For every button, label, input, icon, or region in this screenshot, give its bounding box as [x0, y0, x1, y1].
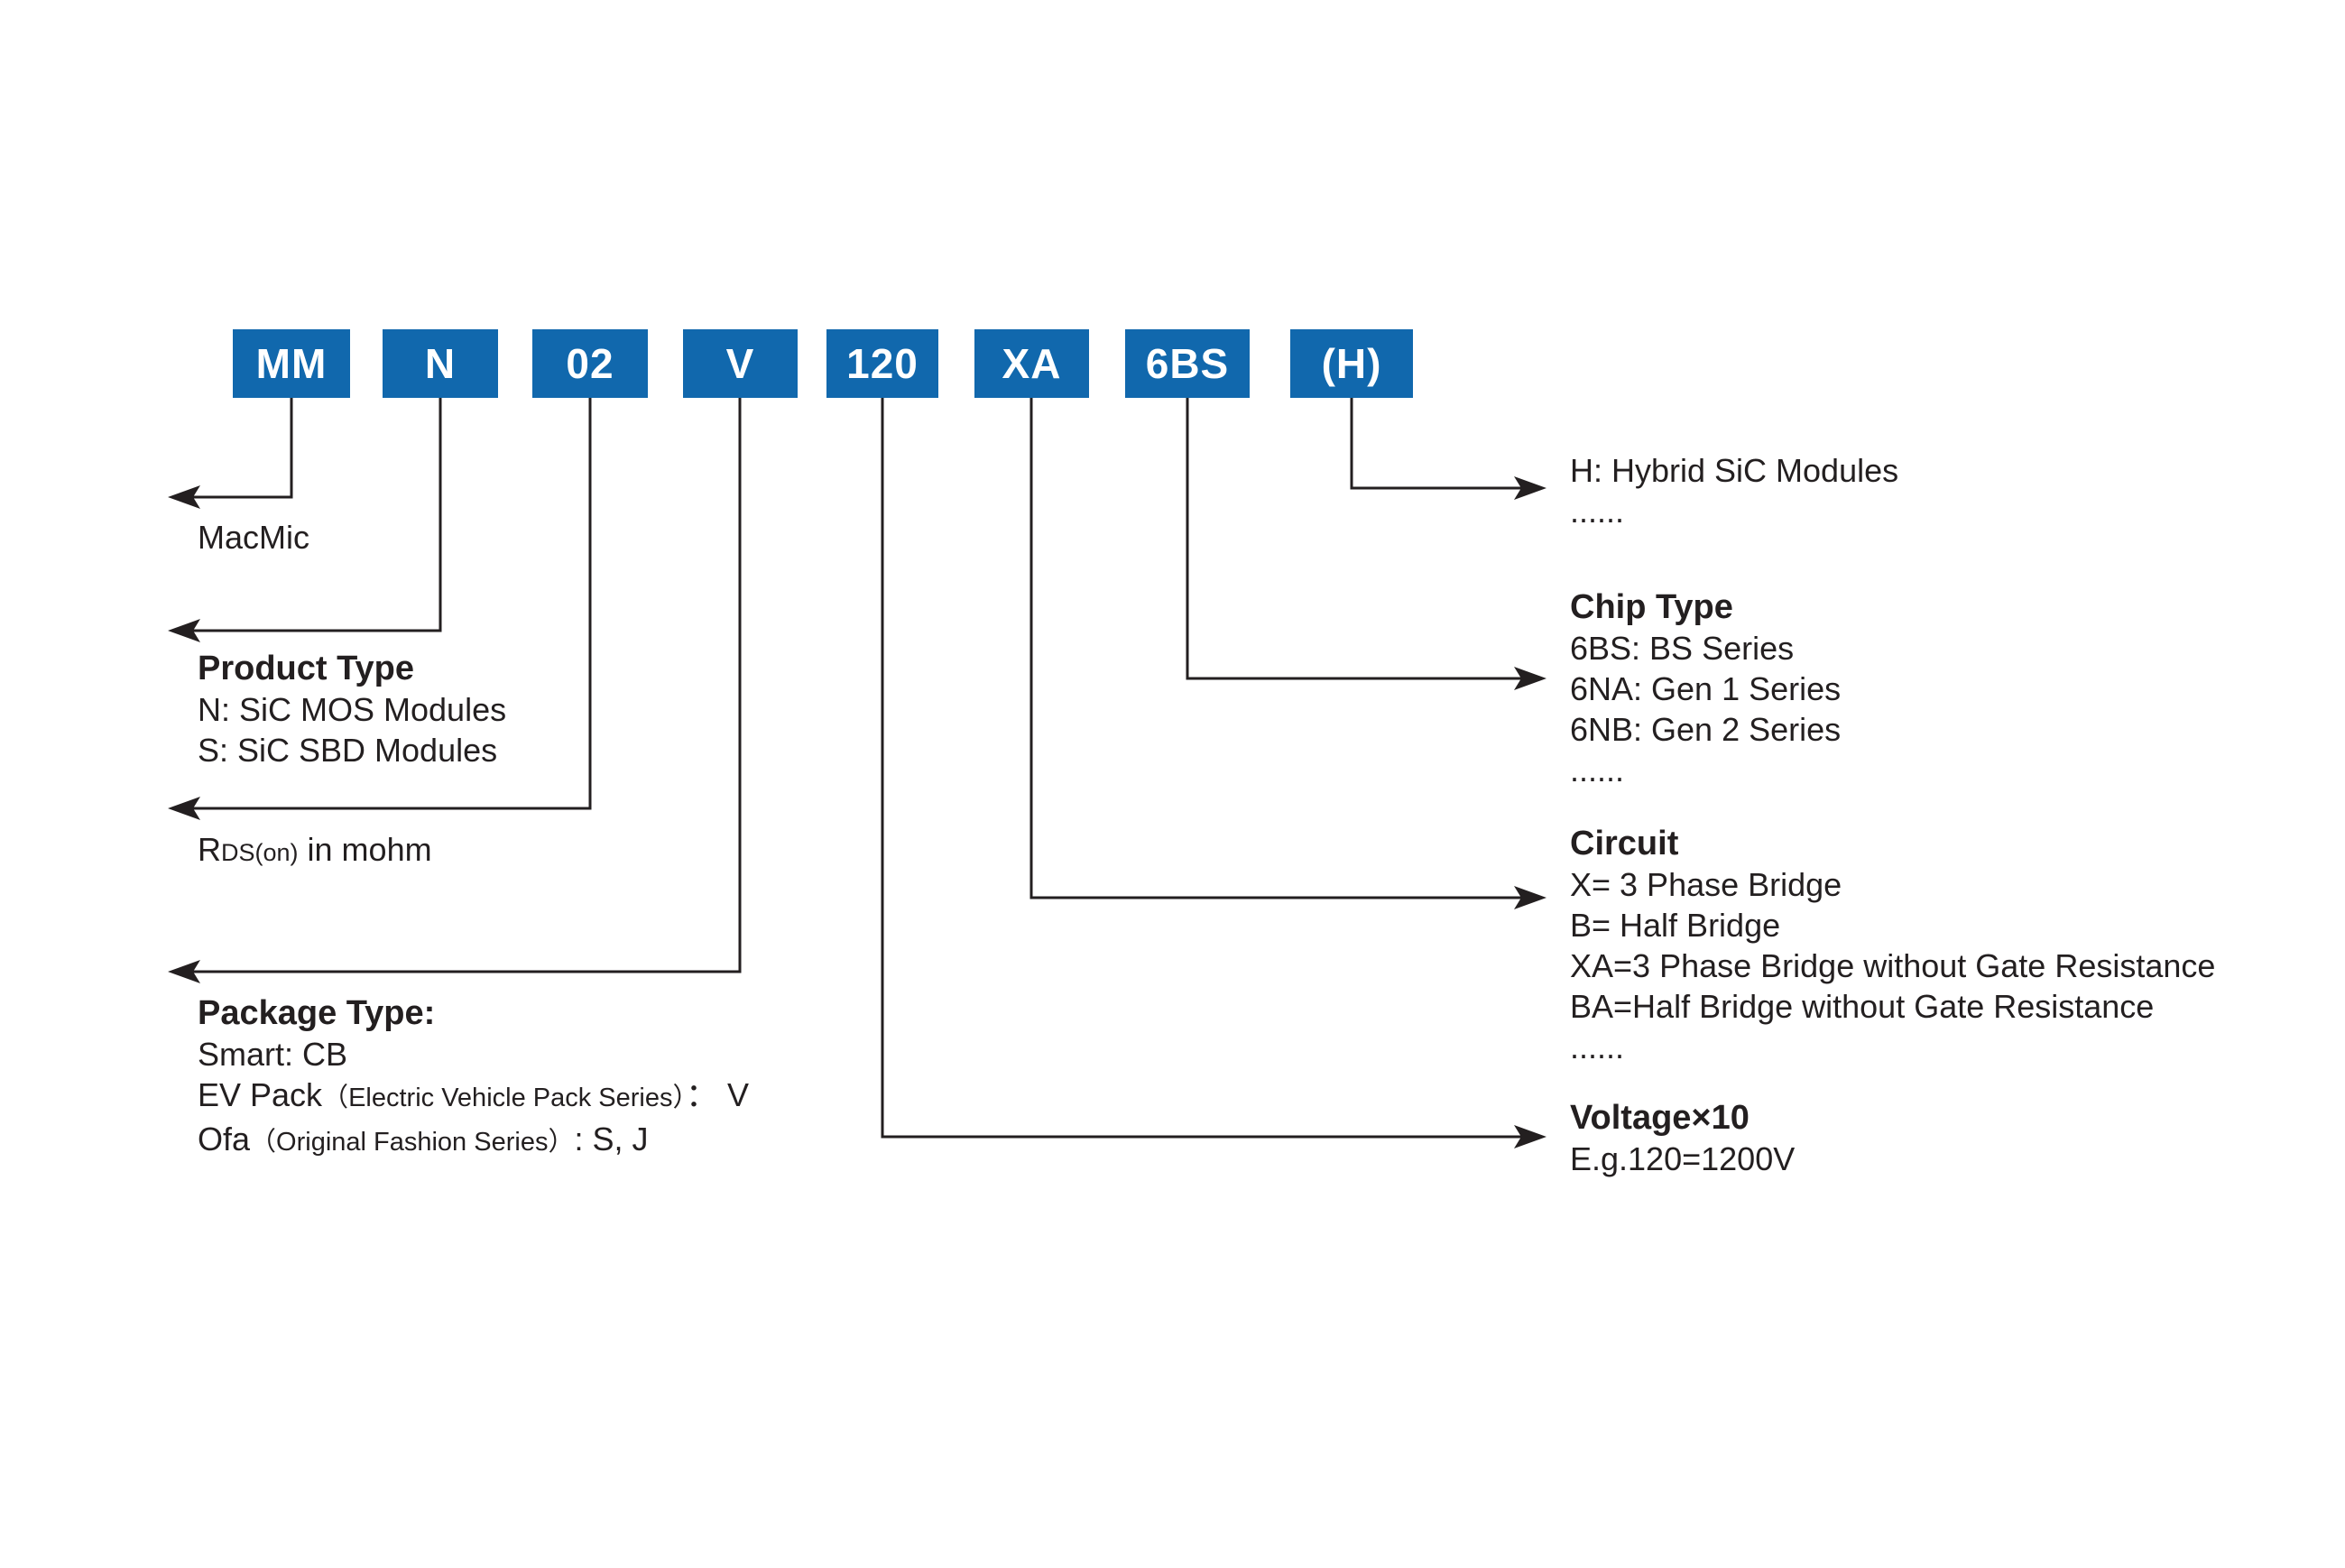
product-type-title: Product Type — [198, 650, 414, 687]
voltage-example: E.g.120=1200V — [1570, 1140, 1796, 1177]
chip-type-ellipsis: ...... — [1570, 752, 1625, 789]
circuit-b: B= Half Bridge — [1570, 907, 1781, 944]
rds-suffix: in mohm — [298, 831, 432, 868]
annotation-package-type: Package Type: Smart: CB EV Pack（Electric… — [198, 993, 749, 1163]
hybrid-label: H: Hybrid SiC Modules — [1570, 452, 1899, 489]
chip-type-6na: 6NA: Gen 1 Series — [1570, 670, 1842, 707]
circuit-xa: XA=3 Phase Bridge without Gate Resistanc… — [1570, 947, 2216, 984]
voltage-title: Voltage×10 — [1570, 1099, 1750, 1137]
part-segment-6bs: 6BS — [1125, 329, 1250, 398]
arrowhead-right-h — [1514, 476, 1546, 500]
annotation-hybrid: H: Hybrid SiC Modules ...... — [1570, 450, 1898, 531]
part-segment-xa: XA — [974, 329, 1089, 398]
package-type-ofa: Ofa（Original Fashion Series）: S, J — [198, 1119, 749, 1163]
rds-prefix: R — [198, 831, 221, 868]
package-type-smart: Smart: CB — [198, 1036, 348, 1073]
connector-6bs — [1186, 398, 1539, 680]
product-type-option-s: S: SiC SBD Modules — [198, 732, 498, 769]
arrowhead-left-v — [168, 960, 200, 983]
connector-mm — [177, 398, 293, 499]
part-segment-h: (H) — [1290, 329, 1413, 398]
arrowhead-right-xa — [1514, 886, 1546, 909]
package-type-title: Package Type: — [198, 994, 436, 1032]
macmic-label: MacMic — [198, 519, 309, 556]
hybrid-ellipsis: ...... — [1570, 493, 1625, 530]
product-type-option-n: N: SiC MOS Modules — [198, 691, 507, 728]
connector-xa — [1029, 398, 1539, 899]
connector-v — [177, 398, 742, 973]
part-segment-02: 02 — [532, 329, 648, 398]
arrowhead-left-mm — [168, 485, 200, 509]
connector-n — [177, 398, 442, 632]
part-segment-120: 120 — [826, 329, 938, 398]
circuit-x: X= 3 Phase Bridge — [1570, 866, 1842, 903]
ev-pack-paren: （Electric Vehicle Pack Series） — [322, 1084, 686, 1112]
annotation-product-type: Product Type N: SiC MOS Modules S: SiC S… — [198, 649, 506, 770]
annotation-rds: RDS(on) in mohm — [198, 829, 432, 873]
connector-120 — [881, 398, 1539, 1139]
chip-type-6bs: 6BS: BS Series — [1570, 630, 1795, 667]
connector-h — [1350, 398, 1539, 490]
annotation-voltage: Voltage×10 E.g.120=1200V — [1570, 1097, 1795, 1180]
ev-pack-main: EV Pack — [198, 1076, 323, 1113]
circuit-title: Circuit — [1570, 825, 1679, 862]
ev-pack-tail: ： V — [686, 1076, 750, 1113]
ofa-tail: : S, J — [574, 1121, 649, 1158]
package-type-ev-pack: EV Pack（Electric Vehicle Pack Series）： V — [198, 1075, 749, 1119]
rds-subscript: DS(on) — [221, 839, 299, 866]
annotation-circuit: Circuit X= 3 Phase Bridge B= Half Bridge… — [1570, 824, 2215, 1067]
part-segment-n: N — [383, 329, 498, 398]
arrowhead-left-02 — [168, 797, 200, 820]
annotation-macmic: MacMic — [198, 517, 309, 558]
part-segment-mm: MM — [233, 329, 350, 398]
annotation-chip-type: Chip Type 6BS: BS Series 6NA: Gen 1 Seri… — [1570, 587, 1841, 790]
part-segment-v: V — [683, 329, 798, 398]
circuit-ellipsis: ...... — [1570, 1028, 1625, 1065]
chip-type-6nb: 6NB: Gen 2 Series — [1570, 711, 1842, 748]
arrowhead-right-120 — [1514, 1125, 1546, 1148]
connector-02 — [177, 398, 592, 810]
arrowhead-right-6bs — [1514, 667, 1546, 690]
ofa-main: Ofa — [198, 1121, 251, 1158]
arrowhead-left-n — [168, 619, 200, 642]
rds-label: RDS(on) in mohm — [198, 829, 432, 873]
chip-type-title: Chip Type — [1570, 588, 1733, 626]
ofa-paren: （Original Fashion Series） — [250, 1128, 575, 1157]
circuit-ba: BA=Half Bridge without Gate Resistance — [1570, 988, 2155, 1025]
